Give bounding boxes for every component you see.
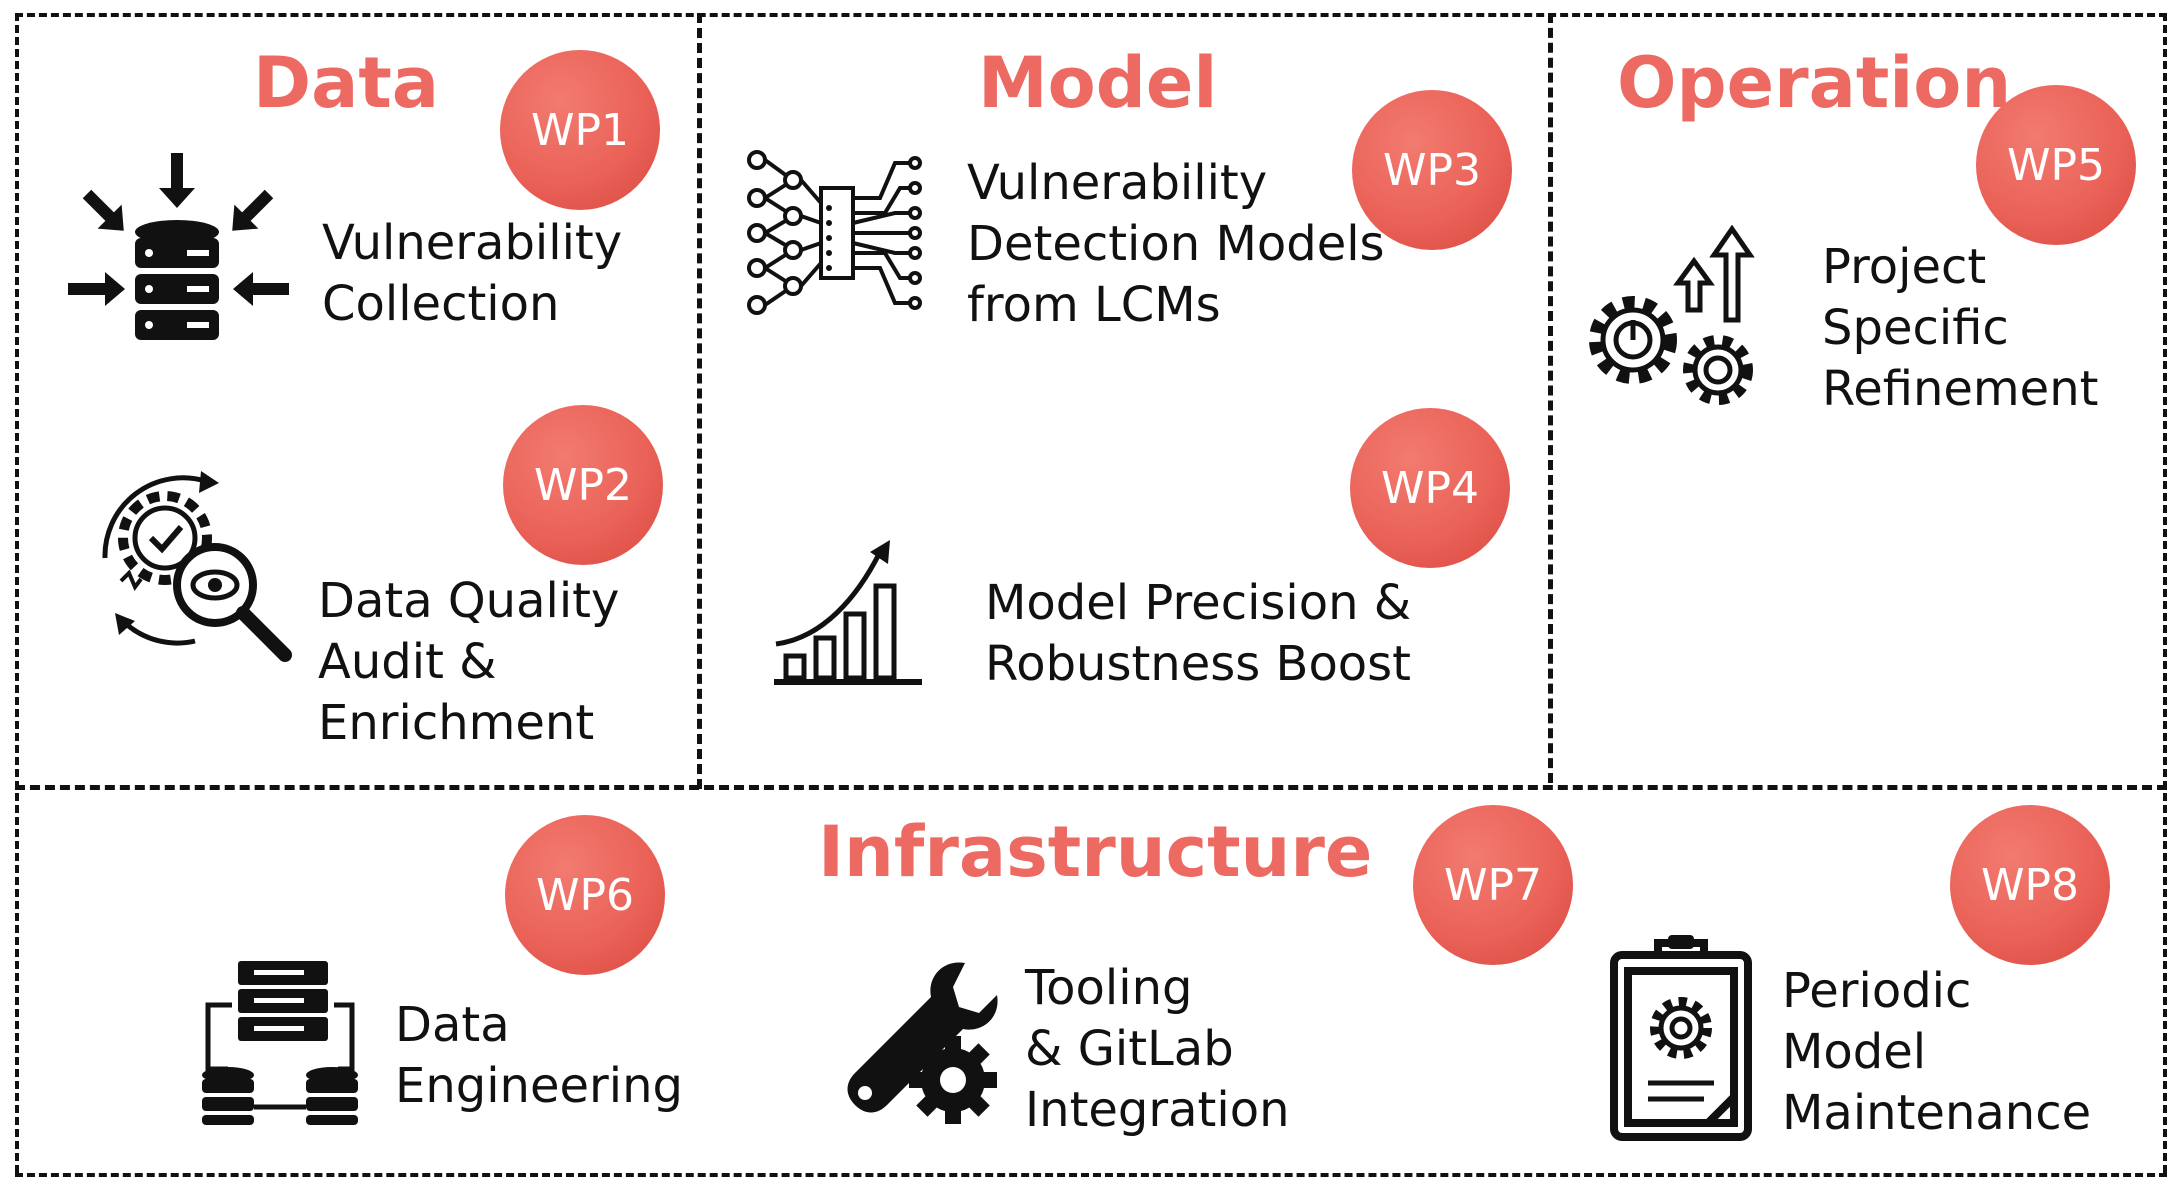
top-border <box>15 13 2167 17</box>
server-database-icon <box>202 961 358 1125</box>
wp7-badge: WP7 <box>1413 805 1573 965</box>
divider-data-model <box>697 13 702 789</box>
divider-model-operation <box>1548 13 1553 783</box>
clipboard-gear-icon <box>1610 935 1752 1141</box>
wp5-badge: WP5 <box>1976 85 2136 245</box>
section-heading-infrastructure: Infrastructure <box>818 811 1373 893</box>
wp1-badge: WP1 <box>500 50 660 210</box>
wp2-badge: WP2 <box>503 405 663 565</box>
gears-arrows-icon <box>1589 225 1755 405</box>
section-heading-model: Model <box>978 42 1218 124</box>
growth-chart-icon <box>774 540 922 685</box>
right-border <box>2163 13 2167 1173</box>
wp3-badge: WP3 <box>1352 90 1512 250</box>
wrench-gear-icon <box>847 962 998 1124</box>
quality-audit-icon <box>102 471 292 662</box>
wp4-label: Model Precision &Robustness Boost <box>985 575 1412 692</box>
neural-circuit-icon <box>747 150 922 315</box>
left-border <box>15 13 19 1173</box>
database-collection-icon <box>68 153 289 340</box>
bottom-border <box>15 1173 2167 1177</box>
section-heading-operation: Operation <box>1617 42 2012 124</box>
wp6-badge: WP6 <box>505 815 665 975</box>
divider-infrastructure <box>15 785 2167 790</box>
section-heading-data: Data <box>253 42 440 124</box>
wp4-badge: WP4 <box>1350 408 1510 568</box>
wp8-badge: WP8 <box>1950 805 2110 965</box>
